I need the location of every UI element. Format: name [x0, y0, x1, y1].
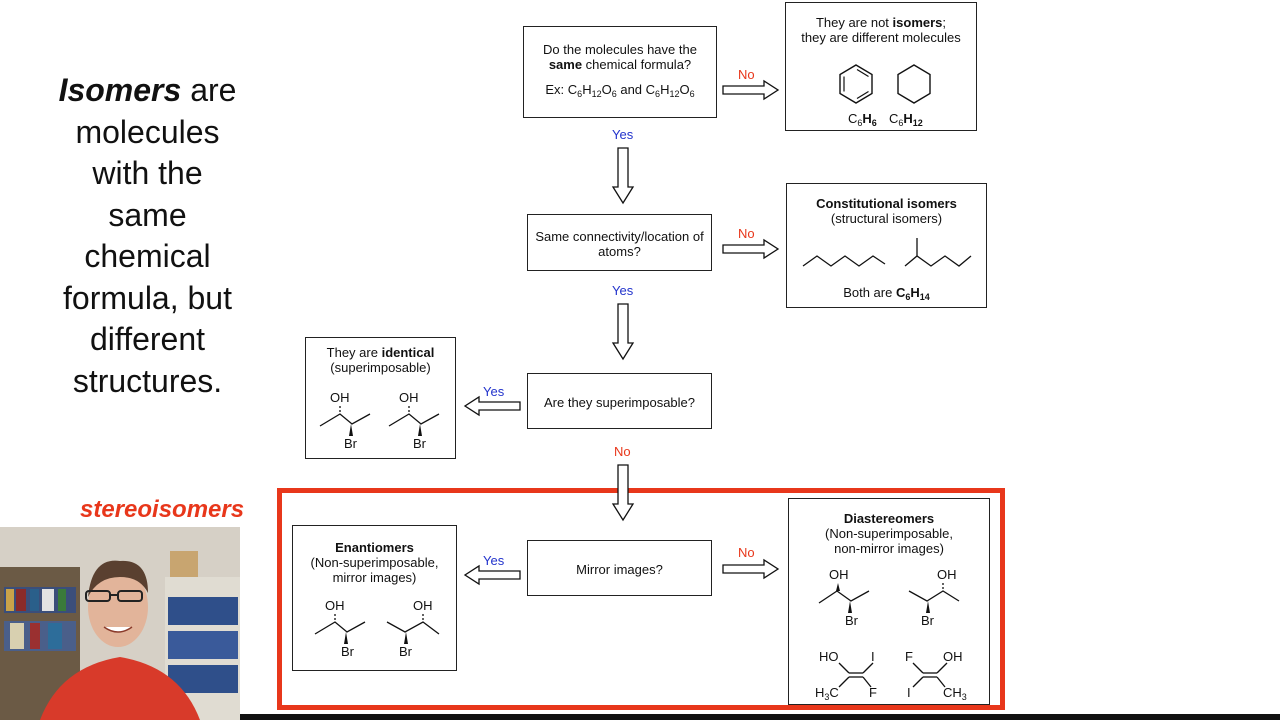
arrow-left-q4 [463, 564, 521, 586]
arrow-left-q3 [463, 395, 521, 417]
answer-no-q4: No [738, 545, 755, 560]
formula-benzene: C6H6 [848, 111, 877, 128]
svg-text:I: I [871, 649, 875, 664]
br-label: Br [413, 436, 427, 451]
cyclohexane-structure [897, 64, 931, 104]
br-label: Br [344, 436, 358, 451]
svg-text:OH: OH [325, 598, 345, 613]
diastereomer-molecule-1: OH Br [818, 567, 870, 628]
svg-text:OH: OH [943, 649, 963, 664]
methylpentane-structure [904, 238, 972, 267]
bottom-bar [240, 714, 1280, 720]
presenter-illustration [0, 527, 240, 720]
both-are-formula: Both are C6H14 [843, 285, 930, 302]
answer-yes-q1: Yes [612, 127, 634, 142]
enantiomer-molecule-2: OH Br [386, 598, 440, 659]
result-enantiomers: Enantiomers (Non-superimposable, mirror … [292, 525, 457, 671]
identical-molecule-1: OH Br [319, 390, 371, 451]
svg-text:I: I [907, 685, 911, 700]
hexane-structure [802, 255, 886, 267]
answer-yes-q2: Yes [612, 283, 634, 298]
arrow-right-q4 [722, 558, 780, 580]
svg-text:H3C: H3C [815, 685, 839, 702]
svg-text:Br: Br [341, 644, 355, 659]
diastereomer-molecule-2: OH Br [908, 567, 960, 628]
arrow-down-q2 [611, 303, 635, 361]
oh-label: OH [399, 390, 419, 405]
answer-no-q3: No [614, 444, 631, 459]
benzene-structure [839, 64, 873, 104]
stereoisomers-highlight-frame [277, 488, 1005, 710]
answer-yes-q3: Yes [483, 384, 505, 399]
stereoisomers-label: stereoisomers [80, 496, 245, 523]
answer-yes-q4: Yes [483, 553, 505, 568]
arrow-down-q1 [611, 147, 635, 205]
presenter-webcam [0, 527, 240, 720]
identical-molecule-2: OH Br [388, 390, 440, 451]
arrow-down-q3 [611, 464, 635, 522]
answer-no-q2: No [738, 226, 755, 241]
answer-no-q1: No [738, 67, 755, 82]
oh-label: OH [330, 390, 350, 405]
svg-text:Br: Br [845, 613, 859, 628]
question-connectivity: Same connectivity/location of atoms? [527, 214, 712, 271]
question-superimposable: Are they superimposable? [527, 373, 712, 429]
svg-text:F: F [869, 685, 877, 700]
diastereomer-alkene-2: F OH I CH3 [905, 649, 967, 702]
formula-cyclohexane: C6H12 [889, 111, 923, 128]
svg-text:Br: Br [399, 644, 413, 659]
intro-definition: Isomers are molecules with the same chem… [58, 72, 237, 399]
result-constitutional-isomers: Constitutional isomers (structural isome… [786, 183, 987, 308]
question-same-formula: Do the molecules have the same chemical … [523, 26, 717, 118]
svg-text:F: F [905, 649, 913, 664]
enantiomer-molecule-1: OH Br [314, 598, 366, 659]
result-diastereomers: Diastereomers (Non-superimposable, non-m… [788, 498, 990, 705]
diastereomer-alkene-1: HO I H3C F [815, 649, 877, 702]
svg-text:CH3: CH3 [943, 685, 967, 702]
formula-example: Ex: C6H12O6 and C6H12O6 [545, 82, 695, 99]
intro-bold-word: Isomers [58, 72, 182, 108]
svg-text:OH: OH [937, 567, 957, 582]
arrow-right-q1 [722, 79, 780, 101]
svg-text:OH: OH [829, 567, 849, 582]
svg-text:HO: HO [819, 649, 839, 664]
arrow-right-q2 [722, 238, 780, 260]
result-identical: They are identical (superimposable) OH B… [305, 337, 456, 459]
question-mirror-images: Mirror images? [527, 540, 712, 596]
svg-text:OH: OH [413, 598, 433, 613]
svg-text:Br: Br [921, 613, 935, 628]
result-not-isomers: They are not isomers; they are different… [785, 2, 977, 131]
